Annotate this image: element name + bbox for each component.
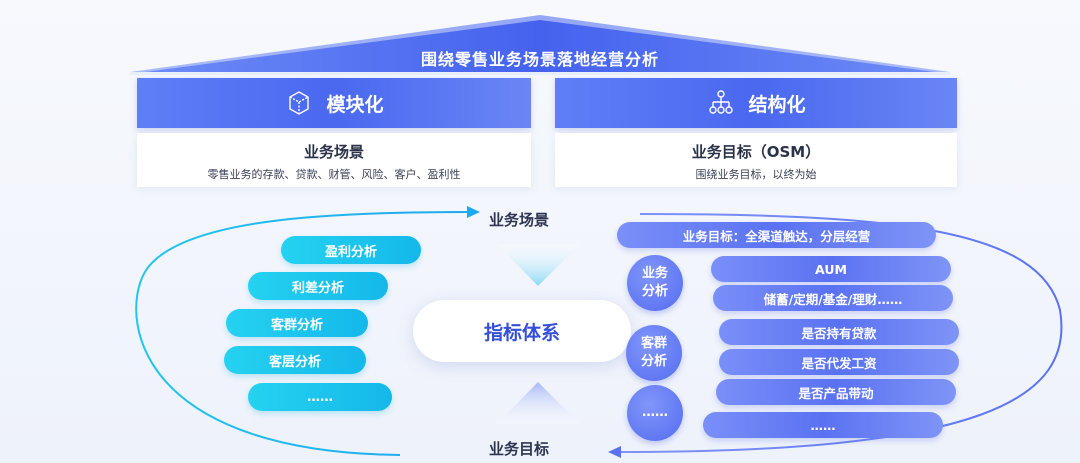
left-pill: 客层分析 — [224, 346, 366, 374]
module-header-title: 模块化 — [326, 93, 384, 116]
center-label: 指标体系 — [483, 321, 560, 344]
left-pill: …… — [248, 383, 392, 411]
right-pill: AUM — [711, 256, 951, 282]
right-pill: 储蓄/定期/基金/理财…… — [713, 285, 953, 311]
card-title: 业务目标（OSM） — [691, 143, 821, 161]
circle-more: …… — [627, 385, 683, 441]
hierarchy-icon — [709, 90, 734, 114]
left-pill: 盈利分析 — [281, 236, 421, 264]
center-indicator-system: 指标体系 — [413, 300, 631, 362]
cube-icon — [289, 91, 310, 115]
circle-line: …… — [642, 405, 668, 420]
card-business-goal: 业务目标（OSM） 围绕业务目标，以终为始 — [555, 133, 957, 187]
card-subtitle: 围绕业务目标，以终为始 — [695, 168, 817, 181]
circle-line: 分析 — [640, 354, 667, 369]
cycle-bottom-label: 业务目标 — [489, 440, 550, 458]
circle-business-analysis: 业务 分析 — [627, 255, 683, 311]
card-subtitle: 零售业务的存款、贷款、财管、风险、客户、盈利性 — [207, 168, 461, 181]
left-pill: 利差分析 — [248, 272, 388, 300]
circle-line: 分析 — [641, 284, 668, 299]
module-header-structured: 结构化 — [555, 78, 957, 128]
module-header-title: 结构化 — [748, 93, 806, 116]
right-pill: 是否代发工资 — [719, 349, 959, 375]
module-header-modular: 模块化 — [137, 78, 531, 128]
roof-title: 围绕零售业务场景落地经营分析 — [420, 50, 659, 69]
card-business-scene: 业务场景 零售业务的存款、贷款、财管、风险、客户、盈利性 — [137, 133, 531, 187]
cycle-top-label: 业务场景 — [489, 211, 550, 229]
right-pill: 是否持有贷款 — [719, 319, 959, 345]
roof-banner — [130, 15, 950, 75]
goal-banner: 业务目标：全渠道触达，分层经营 — [617, 222, 936, 248]
card-title: 业务场景 — [303, 143, 364, 161]
left-pill: 客群分析 — [226, 309, 368, 337]
right-pill: …… — [703, 412, 943, 438]
right-pill: 是否产品带动 — [716, 379, 956, 405]
circle-line: 客群 — [640, 336, 667, 351]
circle-line: 业务 — [641, 266, 668, 281]
circle-customer-analysis: 客群 分析 — [626, 325, 682, 381]
